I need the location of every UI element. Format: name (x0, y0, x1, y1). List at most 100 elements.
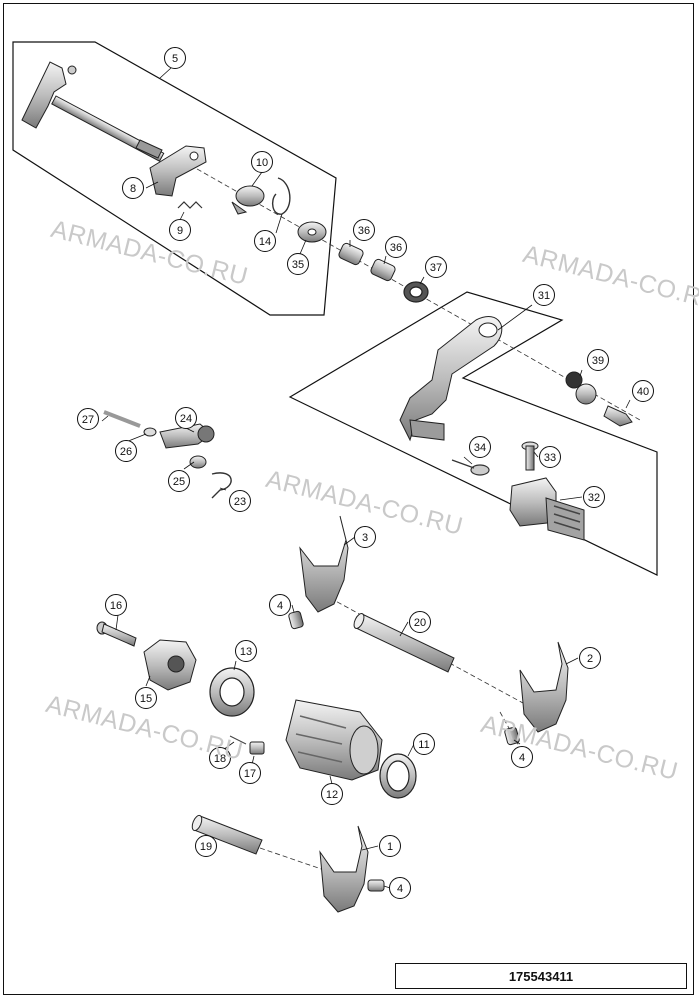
callout-circle (533, 284, 555, 306)
callout-8: 8 (122, 177, 144, 199)
callout-circle (122, 177, 144, 199)
callout-circle (254, 230, 276, 252)
callout-label: 14 (259, 236, 271, 248)
shift-drum-part (285, 699, 383, 781)
callout-label: 1 (387, 841, 393, 853)
callout-circle (77, 408, 99, 430)
callout-circle (251, 151, 273, 173)
callout-circle (469, 436, 491, 458)
callout-circle (105, 594, 127, 616)
shift-tip-part (509, 477, 585, 541)
callout-5: 5 (164, 47, 186, 69)
callout-27: 27 (77, 408, 99, 430)
callout-circle (169, 219, 191, 241)
callout-19: 19 (195, 835, 217, 857)
callout-label: 40 (637, 386, 649, 398)
callout-label: 4 (397, 883, 403, 895)
callout-4: 4 (389, 877, 411, 899)
callout-4: 4 (511, 746, 533, 768)
callout-circle (425, 256, 447, 278)
callout-circle (583, 486, 605, 508)
callout-label: 36 (390, 242, 402, 254)
callout-circle (195, 835, 217, 857)
page-frame (3, 3, 694, 995)
bearing-part (209, 667, 255, 717)
locking-lever-part (103, 410, 232, 499)
bushing-part (338, 242, 396, 282)
callout-10: 10 (251, 151, 273, 173)
callout-circle (385, 236, 407, 258)
callout-label: 35 (292, 259, 304, 271)
callout-circle (632, 380, 654, 402)
callout-36: 36 (353, 219, 375, 241)
callout-12: 12 (321, 783, 343, 805)
callout-label: 8 (130, 183, 136, 195)
shift-lever-group-outline (288, 291, 658, 576)
callout-label: 24 (180, 413, 192, 425)
callout-label: 34 (474, 442, 486, 454)
callout-label: 26 (120, 446, 132, 458)
callout-circle (229, 490, 251, 512)
screw-part (229, 735, 265, 755)
callout-label: 25 (173, 476, 185, 488)
document-number: 175543411 (395, 963, 687, 989)
callout-circle (409, 611, 431, 633)
shift-fork-1-part (319, 825, 369, 913)
shift-cam-part (231, 185, 265, 215)
callout-label: 32 (588, 492, 600, 504)
washer-part (297, 221, 327, 243)
callout-label: 16 (110, 600, 122, 612)
callout-circle (353, 219, 375, 241)
callout-label: 4 (277, 600, 283, 612)
callout-label: 33 (544, 452, 556, 464)
callout-37: 37 (425, 256, 447, 278)
callout-circle (209, 747, 231, 769)
callout-label: 11 (418, 739, 429, 751)
return-spring-part (451, 459, 490, 476)
pivot-pin-part (521, 441, 539, 471)
callout-circle (168, 470, 190, 492)
callout-circle (379, 835, 401, 857)
shift-fork-2-part (519, 641, 569, 733)
callout-label: 9 (177, 225, 183, 237)
callout-32: 32 (583, 486, 605, 508)
callout-circle (269, 594, 291, 616)
callout-circle (175, 407, 197, 429)
leader-lines (101, 67, 631, 889)
callout-circle (115, 440, 137, 462)
shift-plate-part (149, 145, 207, 197)
callout-label: 2 (587, 653, 593, 665)
callout-11: 11 (413, 733, 435, 755)
callout-36: 36 (385, 236, 407, 258)
callout-label: 12 (326, 789, 338, 801)
shift-lever-part (399, 316, 503, 442)
callout-circle (511, 746, 533, 768)
callout-33: 33 (539, 446, 561, 468)
callout-circle (239, 762, 261, 784)
callout-23: 23 (229, 490, 251, 512)
callout-label: 3 (362, 532, 368, 544)
callout-25: 25 (168, 470, 190, 492)
callout-17: 17 (239, 762, 261, 784)
callout-35: 35 (287, 253, 309, 275)
callout-label: 4 (519, 752, 525, 764)
callout-label: 18 (214, 753, 226, 765)
callout-label: 37 (430, 262, 442, 274)
callout-circle (287, 253, 309, 275)
needle-bearing-part (379, 753, 417, 799)
callout-circle (235, 640, 257, 662)
callout-label: 31 (538, 290, 550, 302)
callout-label: 5 (172, 53, 178, 65)
callout-39: 39 (587, 349, 609, 371)
callout-label: 23 (234, 496, 246, 508)
callout-circle (354, 526, 376, 548)
callout-label: 39 (592, 355, 604, 367)
callout-circle (539, 446, 561, 468)
fork-rail-part (191, 613, 455, 855)
callout-circle (389, 877, 411, 899)
callout-14: 14 (254, 230, 276, 252)
bolt-part (96, 621, 137, 647)
callout-13: 13 (235, 640, 257, 662)
